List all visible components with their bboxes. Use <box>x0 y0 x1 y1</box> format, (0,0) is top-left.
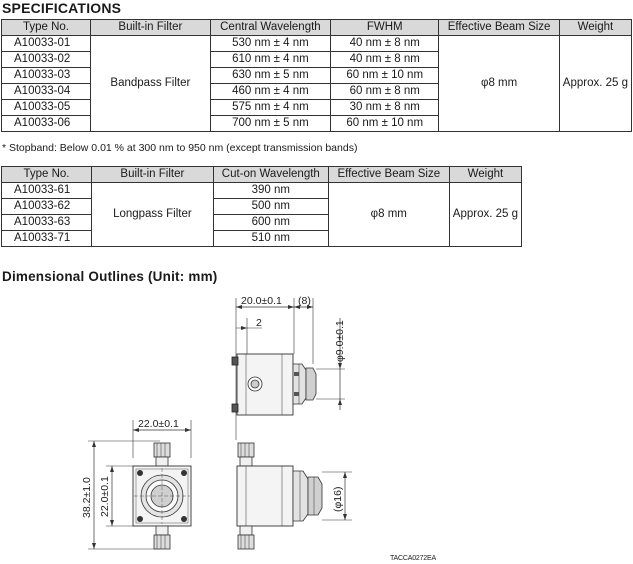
table-row: A10033-71 510 nm <box>1 230 522 247</box>
side-view: (φ16) <box>236 442 352 550</box>
top-offset-label: 2 <box>256 317 262 329</box>
side-diameter-label: (φ16) <box>332 487 344 512</box>
weight: Approx. 25 g <box>558 35 633 132</box>
fwhm: 30 nm ± 8 nm <box>330 99 440 116</box>
specifications-heading: SPECIFICATIONS <box>2 0 122 16</box>
cut-on-wavelength: 510 nm <box>212 230 329 247</box>
fwhm: 60 nm ± 8 nm <box>330 83 440 100</box>
table-row: A10033-62 500 nm <box>1 198 522 215</box>
column-header: Built-in Filter <box>89 19 211 36</box>
table-row: A10033-02 610 nm ± 4 nm 40 nm ± 8 nm <box>1 51 632 68</box>
cut-on-wavelength: 600 nm <box>212 214 329 231</box>
type-number: A10033-63 <box>1 214 92 231</box>
bandpass-spec-table: Type No. Built-in Filter Central Wavelen… <box>1 19 633 132</box>
column-header: Weight <box>558 19 633 36</box>
column-header: Central Wavelength <box>209 19 332 36</box>
column-header: Weight <box>448 166 523 183</box>
table-header-row: Type No. Built-in Filter Cut-on Waveleng… <box>1 166 523 183</box>
table-row: A10033-06 700 nm ± 5 nm 60 nm ± 10 nm <box>1 115 632 132</box>
top-width-label: 20.0±0.1 <box>241 295 282 307</box>
stopband-footnote: * Stopband: Below 0.01 % at 300 nm to 95… <box>2 142 358 154</box>
type-number: A10033-06 <box>1 115 91 132</box>
type-number: A10033-71 <box>1 230 92 247</box>
top-diameter-label: φ9.0±0.1 <box>334 320 346 362</box>
central-wavelength: 530 nm ± 4 nm <box>209 35 332 52</box>
front-view: 22.0±0.1 38.2±1.0 22.0±0.1 <box>81 418 192 550</box>
table-header-row: Type No. Built-in Filter Central Wavelen… <box>1 19 633 36</box>
top-view: 20.0±0.1 (8) 2 φ9.0±0.1 <box>231 295 346 440</box>
central-wavelength: 460 nm ± 4 nm <box>209 83 332 100</box>
drawing-code: TACCA0272EA <box>390 555 436 562</box>
front-width-label: 22.0±0.1 <box>138 418 179 430</box>
column-header: Type No. <box>1 19 91 36</box>
fwhm: 60 nm ± 10 nm <box>330 67 440 84</box>
type-number: A10033-62 <box>1 198 92 215</box>
fwhm: 40 nm ± 8 nm <box>330 35 440 52</box>
table-row: A10033-03 630 nm ± 5 nm 60 nm ± 10 nm <box>1 67 632 84</box>
front-height-label: 22.0±0.1 <box>99 476 111 517</box>
table-row: A10033-01 Bandpass Filter 530 nm ± 4 nm … <box>1 35 633 132</box>
built-in-filter: Longpass Filter <box>90 182 214 247</box>
weight: Approx. 25 g <box>448 182 523 247</box>
column-header: FWHM <box>330 19 440 36</box>
top-extra-label: (8) <box>298 295 311 307</box>
column-header: Built-in Filter <box>90 166 214 183</box>
central-wavelength: 700 nm ± 5 nm <box>209 115 332 132</box>
table-row: A10033-04 460 nm ± 4 nm 60 nm ± 8 nm <box>1 83 632 100</box>
front-total-height-label: 38.2±1.0 <box>81 477 93 518</box>
column-header: Effective Beam Size <box>327 166 450 183</box>
table-row: A10033-63 600 nm <box>1 214 522 231</box>
type-number: A10033-61 <box>1 182 92 199</box>
central-wavelength: 630 nm ± 5 nm <box>209 67 332 84</box>
dimensional-outlines-heading: Dimensional Outlines (Unit: mm) <box>2 269 218 284</box>
table-row: A10033-61 Longpass Filter 390 nm φ8 mm A… <box>1 182 523 247</box>
longpass-spec-table: Type No. Built-in Filter Cut-on Waveleng… <box>1 166 523 247</box>
column-header: Effective Beam Size <box>438 19 560 36</box>
type-number: A10033-01 <box>1 35 91 52</box>
fwhm: 60 nm ± 10 nm <box>330 115 440 132</box>
